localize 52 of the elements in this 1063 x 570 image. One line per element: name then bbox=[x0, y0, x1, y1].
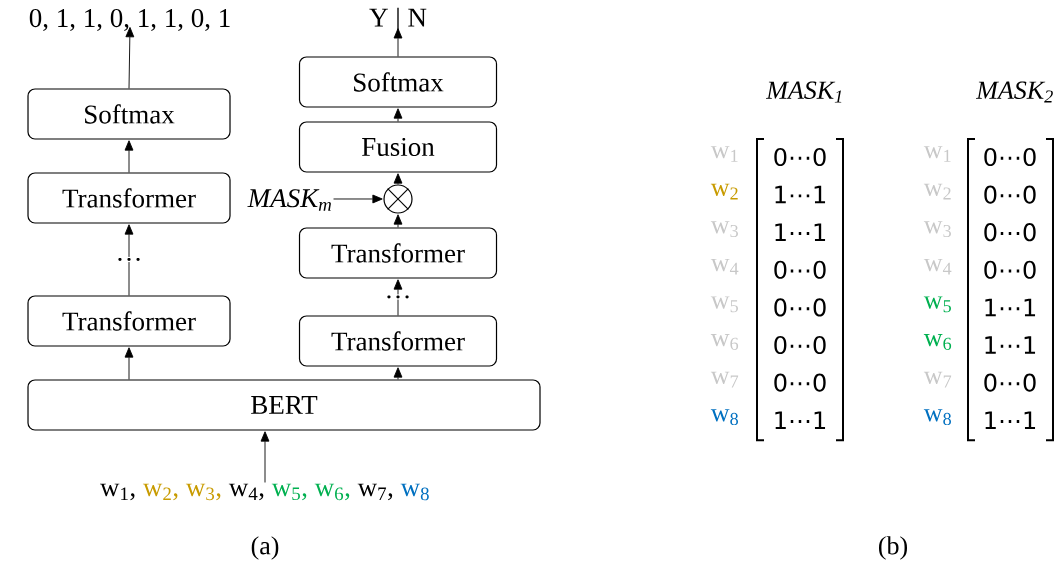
edge-label: … bbox=[383, 294, 413, 300]
matrix-cell: 1⋯1 bbox=[775, 411, 826, 429]
process-box: Transformer bbox=[27, 172, 231, 224]
word-label: w$_{6}$ bbox=[923, 334, 952, 350]
arrow bbox=[393, 367, 403, 380]
output-text: 0, 1, 1, 0, 1, 1, 0, 1 bbox=[29, 8, 230, 32]
arrow bbox=[333, 194, 383, 204]
matrix-title: MASK$_{1}$ bbox=[765, 81, 842, 103]
matrix-cell: 0⋯0 bbox=[774, 335, 826, 355]
panel-label: (a) bbox=[251, 536, 279, 560]
process-box: Softmax bbox=[27, 88, 231, 140]
input-words: w$_{1}$, w$_{2}$, w$_{3}$, w$_{4}$, w$_{5}$, w$_{6}$, w$_{7}$, w$_{8}$ bbox=[100, 483, 429, 501]
arrow bbox=[393, 279, 403, 316]
arrow bbox=[393, 28, 403, 57]
edge-label: … bbox=[114, 256, 144, 263]
arrow bbox=[124, 224, 134, 296]
process-box: Transformer bbox=[298, 227, 498, 279]
matrix-cell: 1⋯1 bbox=[985, 336, 1036, 354]
matrix-cell: 1⋯1 bbox=[775, 223, 826, 241]
process-box: Softmax bbox=[298, 56, 498, 108]
matrix-cell: 1⋯1 bbox=[985, 411, 1036, 429]
matrix-cell: 1⋯1 bbox=[985, 298, 1036, 317]
matrix-cell: 1⋯1 bbox=[775, 185, 826, 204]
word-label: w$_{8}$ bbox=[923, 409, 951, 426]
multiply-circle bbox=[383, 184, 413, 214]
arrow bbox=[393, 214, 403, 228]
arrow bbox=[260, 431, 270, 483]
word-label: w$_{8}$ bbox=[710, 409, 738, 426]
matrix-title: MASK$_{2}$ bbox=[975, 81, 1053, 103]
output-text: Y | N bbox=[369, 7, 427, 33]
process-box: BERT bbox=[27, 379, 541, 431]
arrow bbox=[393, 108, 403, 122]
arrow bbox=[393, 173, 403, 185]
mask-label: MASK$_{m}$ bbox=[247, 189, 332, 211]
arrow bbox=[124, 140, 134, 173]
matrix-cell: 0⋯0 bbox=[984, 185, 1036, 204]
matrix-cell: 0⋯0 bbox=[984, 147, 1036, 167]
panel-label: (b) bbox=[879, 536, 907, 560]
process-box: Fusion bbox=[298, 121, 498, 173]
matrix-cell: 0⋯0 bbox=[984, 223, 1036, 242]
matrix-cell: 0⋯0 bbox=[774, 260, 826, 279]
matrix-cell: 0⋯0 bbox=[984, 373, 1036, 392]
process-box: Transformer bbox=[27, 295, 231, 347]
matrix-cell: 0⋯0 bbox=[774, 147, 826, 167]
matrix-cell: 0⋯0 bbox=[984, 260, 1036, 279]
matrix-cell: 0⋯0 bbox=[774, 373, 826, 392]
arrow bbox=[125, 27, 135, 89]
matrix-cell: 0⋯0 bbox=[774, 298, 826, 317]
word-label: w$_{5}$ bbox=[923, 296, 951, 313]
process-box: Transformer bbox=[298, 315, 498, 367]
arrow bbox=[124, 347, 134, 380]
word-label: w$_{2}$ bbox=[710, 183, 738, 200]
